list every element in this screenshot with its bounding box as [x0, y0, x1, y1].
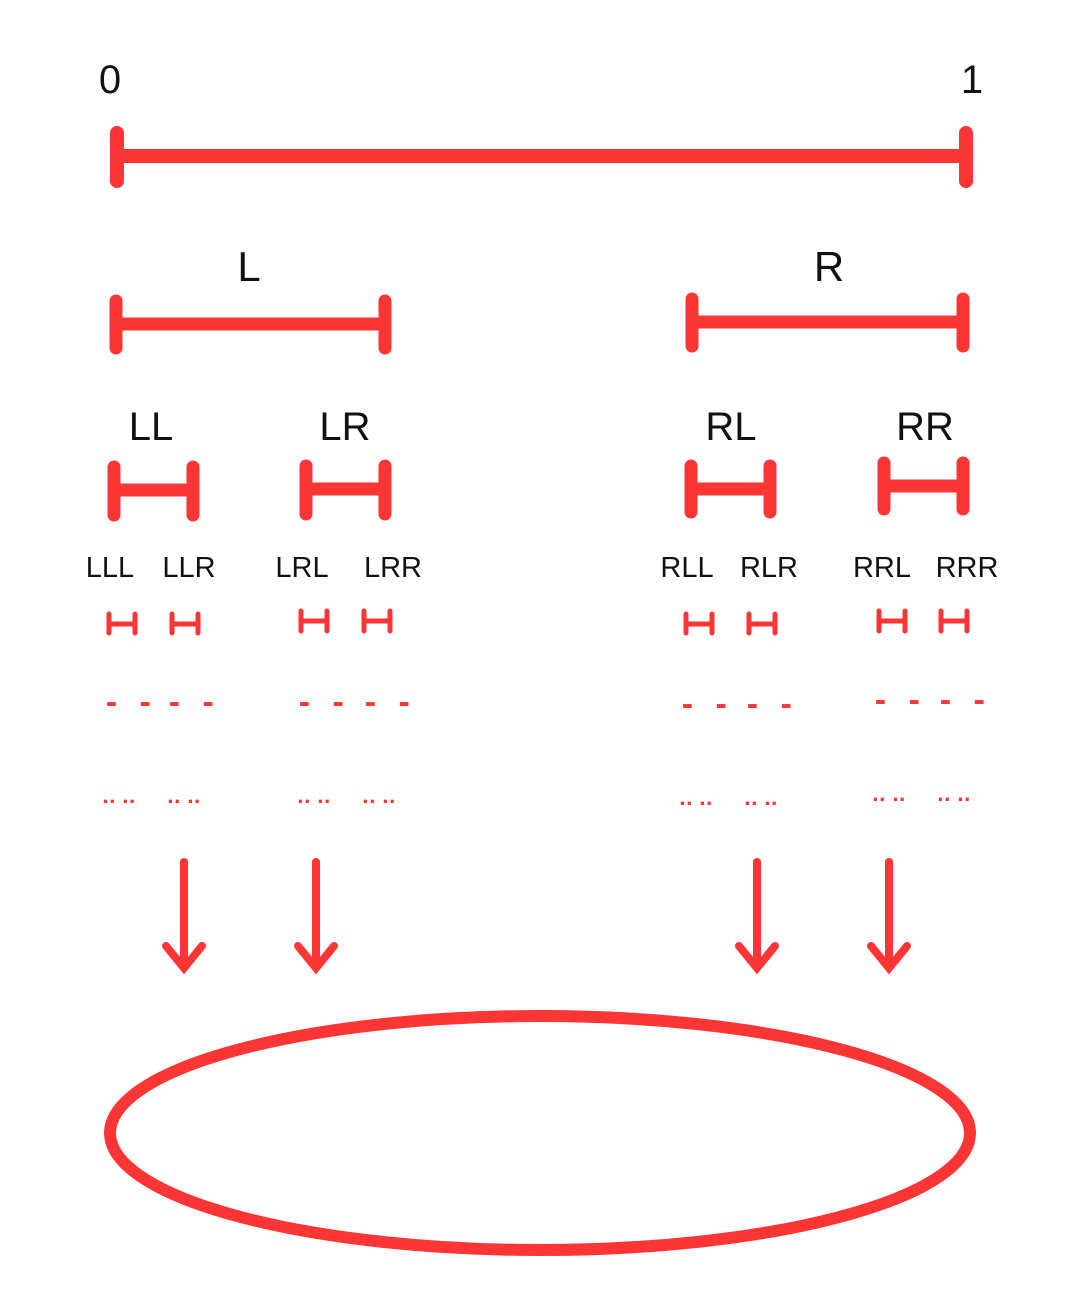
dot-row-llr: .. .. — [167, 787, 201, 808]
interval-lr — [299, 459, 392, 521]
endpoint-zero-label: 0 — [99, 58, 121, 102]
interval-lll — [106, 611, 138, 636]
arrow-down-icon — [294, 858, 338, 975]
interval-llr — [169, 611, 201, 636]
arrows — [162, 858, 911, 975]
dash-row-lll: - - — [103, 686, 154, 719]
limit-set-ellipse — [104, 1010, 976, 1256]
interval-rll — [683, 611, 715, 636]
interval-l — [109, 294, 392, 355]
dash-row-llr: - - — [166, 686, 217, 719]
dash-row-lrl: - - — [296, 686, 347, 719]
label-lll: LLL — [86, 552, 134, 584]
endpoint-one-label: 1 — [961, 58, 983, 102]
dash-row-rlr: - - — [744, 688, 795, 721]
label-ll: LL — [129, 405, 174, 449]
dot-row-lrr: .. .. — [362, 787, 396, 808]
dash-row-rll: - - — [679, 688, 730, 721]
label-lr: LR — [319, 405, 370, 449]
dot-row-rrr: .. .. — [937, 785, 971, 806]
label-rlr: RLR — [740, 552, 798, 584]
interval-lrl — [298, 608, 330, 634]
label-llr: LLR — [162, 552, 215, 584]
label-r: R — [814, 243, 844, 290]
arrow-down-icon — [867, 858, 911, 975]
arrow-down-icon — [162, 858, 206, 975]
label-lrl: LRL — [275, 552, 328, 584]
dot-row-rrl: .. .. — [872, 785, 906, 806]
dot-row-rlr: .. .. — [744, 789, 778, 810]
label-rll: RLL — [660, 552, 713, 584]
interval-0-1 — [110, 126, 973, 188]
dash-row-rrr: - - — [937, 684, 988, 717]
interval-rlr — [746, 611, 778, 636]
label-rl: RL — [705, 405, 756, 449]
interval-rrl — [876, 608, 908, 634]
interval-r — [685, 292, 970, 353]
dot-row-rll: .. .. — [679, 789, 713, 810]
interval-rr — [877, 456, 970, 516]
dot-row-lrl: .. .. — [297, 787, 331, 808]
interval-rrr — [938, 608, 970, 634]
interval-rl — [684, 459, 777, 519]
label-rrr: RRR — [936, 552, 999, 584]
dot-row-lll: .. .. — [102, 787, 136, 808]
label-rrl: RRL — [853, 552, 911, 584]
label-lrr: LRR — [364, 552, 422, 584]
dash-row-rrl: - - — [872, 684, 923, 717]
dash-row-lrr: - - — [362, 686, 413, 719]
interval-ll — [107, 460, 200, 522]
label-rr: RR — [896, 405, 954, 449]
arrow-down-icon — [735, 858, 779, 975]
label-l: L — [237, 243, 260, 290]
interval-lrr — [361, 608, 393, 634]
